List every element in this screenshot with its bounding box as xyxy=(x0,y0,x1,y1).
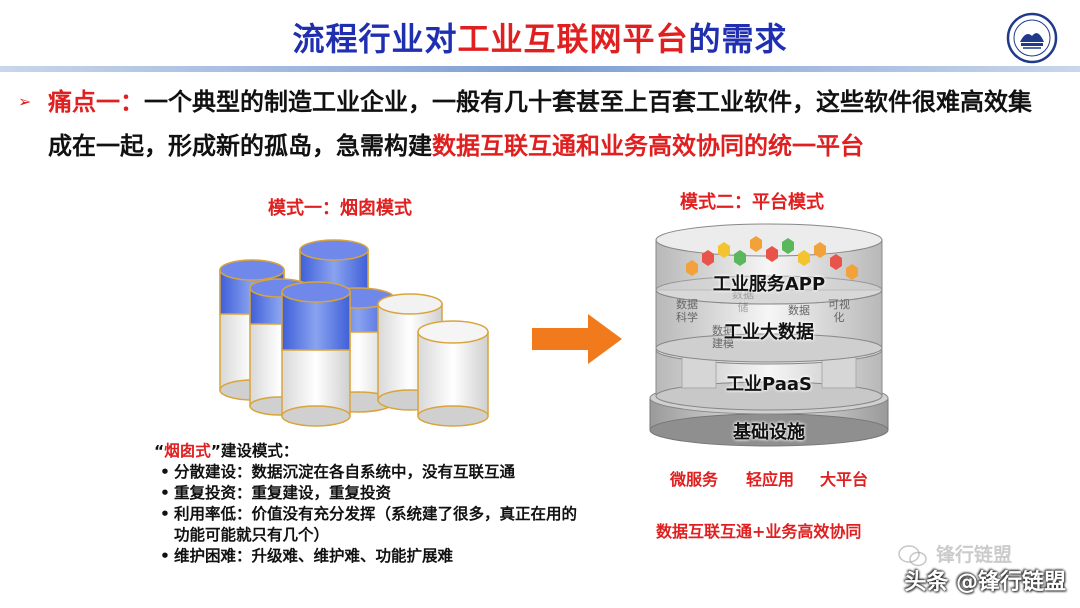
list-item: 分散建设：数据沉淀在各自系统中，没有互联互通 xyxy=(148,462,588,483)
chimney-systems-illustration xyxy=(219,239,489,427)
label-data-science: 数据科学 xyxy=(676,298,698,324)
label-data-storage: 数据储 xyxy=(732,288,754,314)
app-hexagons xyxy=(686,236,858,280)
front-blue-cylinder xyxy=(281,281,351,427)
layer-industrial-app: 工业服务APP xyxy=(712,274,826,295)
page-title: 流程行业对工业互联网平台的需求 xyxy=(0,14,1080,60)
watermark-ghost-text: 锋行链盟 xyxy=(936,544,1013,566)
label-visualization: 可视化 xyxy=(828,298,850,324)
pain-point-highlight: 数据互联互通和业务高效协同的统一平台 xyxy=(432,132,864,160)
title-part-2: 的需求 xyxy=(688,20,788,58)
platform-stack-illustration: 数据科学 数据储 数据 可视化 数据建模 工业服务APP 工业大数据 工业Paa… xyxy=(646,218,892,458)
pain-point-text: 一个典型的制造工业企业，一般有几十套甚至上百套工业软件，这些软件很难高效集成在一… xyxy=(48,88,1032,160)
list-item: 利用率低：价值没有充分发挥（系统建了很多，真正在用的功能可能就只有几个） xyxy=(148,504,588,546)
layer-infrastructure: 基础设施 xyxy=(733,422,805,443)
arrow-right-icon xyxy=(532,314,622,364)
pain-point-label: 痛点一： xyxy=(48,88,144,116)
chimney-issues-list: 分散建设：数据沉淀在各自系统中，没有互联互通 重复投资：重复建设，重复投资 利用… xyxy=(148,462,588,567)
mode-two-label: 模式二：平台模式 xyxy=(680,192,824,213)
title-divider xyxy=(0,66,1080,72)
list-item: 重复投资：重复建设，重复投资 xyxy=(148,483,588,504)
title-highlight: 工业互联网平台 xyxy=(457,20,689,58)
mode-one-label: 模式一：烟囱模式 xyxy=(268,198,412,219)
front-gray-cylinder xyxy=(417,320,489,427)
title-part-1: 流程行业对 xyxy=(292,20,458,58)
layer-industrial-big-data: 工业大数据 xyxy=(724,322,814,343)
tag-light-app: 轻应用 xyxy=(746,470,795,489)
watermark-text: 头条 @锋行链盟 xyxy=(904,570,1066,595)
platform-summary: 数据互联互通+业务高效协同 xyxy=(656,522,862,541)
wechat-icon xyxy=(898,545,927,567)
chimney-mode-description: “烟囱式”建设模式： 分散建设：数据沉淀在各自系统中，没有互联互通 重复投资：重… xyxy=(148,440,588,567)
tag-big-platform: 大平台 xyxy=(820,470,869,489)
platform-layers-graphic xyxy=(649,223,889,447)
pain-point-paragraph: ➢ 痛点一：一个典型的制造工业企业，一般有几十套甚至上百套工业软件，这些软件很难… xyxy=(18,80,1038,168)
tag-microservice: 微服务 xyxy=(670,470,719,489)
label-data-modeling: 数据建模 xyxy=(712,324,734,350)
chimney-description-heading: “烟囱式”建设模式： xyxy=(154,442,299,460)
label-data: 数据 xyxy=(788,304,810,317)
arrow-bullet-icon: ➢ xyxy=(18,92,32,111)
list-item: 维护困难：升级难、维护难、功能扩展难 xyxy=(148,546,588,567)
layer-industrial-paas: 工业PaaS xyxy=(726,374,812,395)
university-seal-icon xyxy=(1006,12,1058,64)
